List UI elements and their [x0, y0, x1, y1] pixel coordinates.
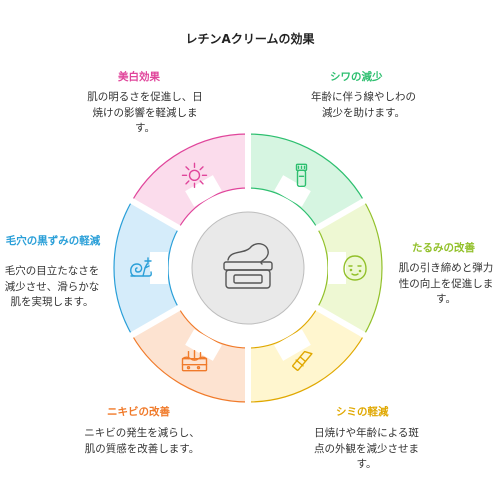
section-desc-spot-reduction: 日焼けや年齢による斑点の外観を減少させます。: [314, 427, 419, 470]
section-desc-pore-darkening-reduction: 毛穴の目立たなさを減少させ、滑らかな肌を実現します。: [4, 265, 100, 308]
snail-sparkle-icon: [130, 257, 152, 277]
segment-notch: [185, 329, 222, 361]
section-title-sagging-improvement: たるみの改善: [412, 242, 475, 254]
section-title-wrinkle-reduction: シワの減少: [330, 71, 383, 83]
section-title-whitening-effect: 美白効果: [118, 71, 160, 83]
segment-divider: [312, 197, 368, 233]
section-title-spot-reduction: シミの軽減: [336, 406, 389, 418]
skin-layers-icon: [181, 349, 208, 372]
segment-notch: [328, 252, 346, 284]
segment-notch: [274, 329, 311, 361]
segment-divider: [128, 303, 184, 339]
segment-divider: [312, 303, 368, 339]
segment-notch: [185, 175, 222, 207]
segment-notch: [150, 252, 168, 284]
section-desc-whitening-effect: 肌の明るさを促進し、日焼けの影響を軽減します。: [87, 91, 203, 134]
segment-divider: [128, 197, 184, 233]
diagram-title: レチンAクリームの効果: [185, 32, 315, 46]
section-title-acne-improvement: ニキビの改善: [107, 406, 170, 418]
section-title-pore-darkening-reduction: 毛穴の黒ずみの軽減: [5, 235, 101, 247]
segment-notch: [274, 175, 311, 207]
face-mask-icon: [343, 255, 367, 281]
section-desc-sagging-improvement: 肌の引き締めと弾力性の向上を促進します。: [398, 262, 494, 305]
cream-jar-icon: [223, 243, 273, 289]
section-desc-wrinkle-reduction: 年齢に伴う線やしわの減少を助けます。: [311, 91, 416, 119]
sun-icon: [181, 162, 208, 189]
lipstick-icon: [292, 350, 313, 371]
section-desc-acne-improvement: ニキビの発生を減らし、肌の質感を改善します。: [84, 427, 200, 455]
razor-icon: [295, 163, 308, 188]
center-circle: [191, 211, 305, 325]
